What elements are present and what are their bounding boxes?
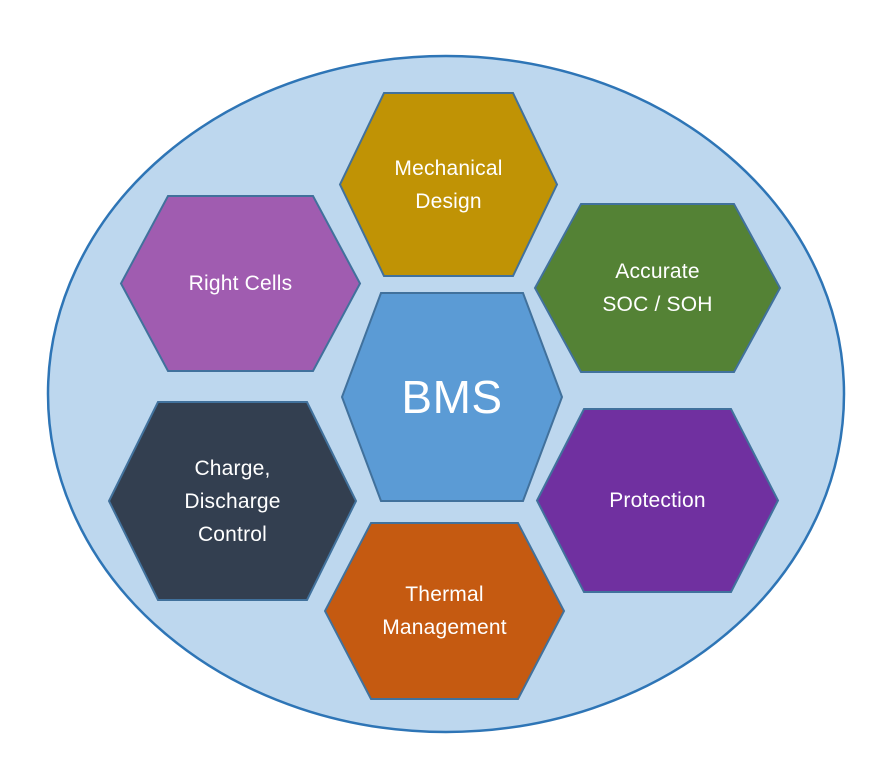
hexagon-thermal-management: Thermal Management xyxy=(323,522,566,700)
hexagon-label: BMS xyxy=(341,292,563,502)
hexagon-label: Thermal Management xyxy=(324,522,565,700)
label-line: Charge, xyxy=(194,456,271,480)
hexagon-polygon xyxy=(533,203,782,373)
hexagon-accurate-soc-soh: Accurate SOC / SOH xyxy=(533,203,782,373)
hexagon-charge-discharge-control: Charge, Discharge Control xyxy=(107,401,358,601)
label-line: Accurate xyxy=(615,260,700,283)
hexagon-polygon xyxy=(535,408,780,593)
hexagon-label: Mechanical Design xyxy=(339,92,558,277)
hexagon-shape xyxy=(107,401,358,601)
hexagon-shape xyxy=(119,195,362,372)
hexagon-shape xyxy=(533,203,782,373)
label-line: Thermal xyxy=(405,583,484,606)
hexagon-bms: BMS xyxy=(340,292,564,502)
label-line: BMS xyxy=(401,371,503,423)
hexagon-polygon xyxy=(323,522,566,700)
hexagon-shape xyxy=(340,292,564,502)
label-line: Design xyxy=(415,189,482,213)
label-line: Protection xyxy=(609,489,706,512)
label-line: Mechanical xyxy=(394,156,503,180)
hexagon-polygon xyxy=(107,401,358,601)
label-line: Management xyxy=(382,616,507,639)
hexagon-mechanical-design: Mechanical Design xyxy=(338,92,559,277)
label-line: SOC / SOH xyxy=(602,293,713,316)
hexagon-polygon xyxy=(119,195,362,372)
hexagon-polygon xyxy=(340,292,564,502)
hexagon-polygon xyxy=(338,92,559,277)
hexagon-right-cells: Right Cells xyxy=(119,195,362,372)
hexagon-label: Right Cells xyxy=(120,195,361,372)
hexagon-label: Accurate SOC / SOH xyxy=(534,203,781,373)
label-line: Discharge xyxy=(184,489,281,513)
hexagon-label: Charge, Discharge Control xyxy=(108,401,357,601)
hexagon-shape xyxy=(338,92,559,277)
hexagon-protection: Protection xyxy=(535,408,780,593)
label-line: Control xyxy=(197,522,268,546)
hexagon-shape xyxy=(535,408,780,593)
hexagon-label: Protection xyxy=(536,408,779,593)
hexagon-shape xyxy=(323,522,566,700)
label-line: Right Cells xyxy=(188,272,293,295)
